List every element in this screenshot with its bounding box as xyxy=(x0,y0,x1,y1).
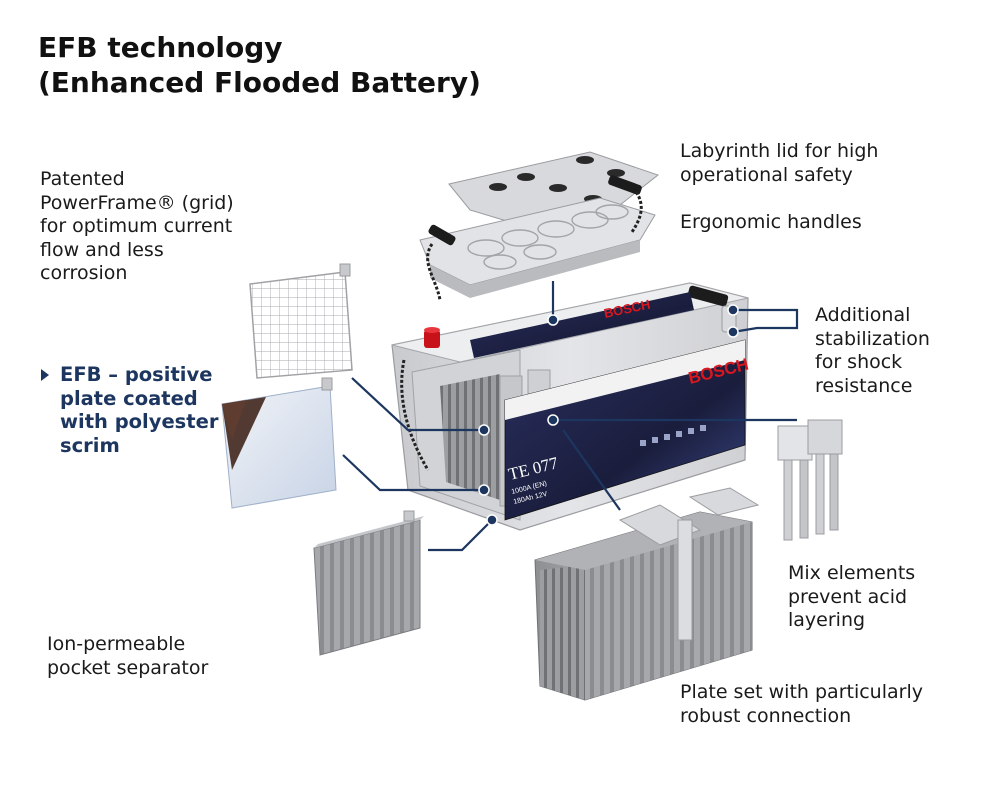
label-efb-plate-line: EFB – positive xyxy=(60,363,213,386)
label-separator-line: Ion-permeable xyxy=(47,633,186,655)
triangle-bullet-icon xyxy=(41,369,49,381)
label-powerframe-line: PowerFrame® (grid) xyxy=(40,191,234,214)
page-title: EFB technology (Enhanced Flooded Battery… xyxy=(38,30,481,100)
label-plate-set: Plate set with particularly robust conne… xyxy=(680,681,923,728)
mix-elements xyxy=(777,419,843,541)
label-stabilization: Additional stabilization for shock resis… xyxy=(815,304,930,398)
label-mix: Mix elements prevent acid layering xyxy=(788,562,915,633)
pocket-separator xyxy=(313,510,424,656)
label-stabilization-line: for shock xyxy=(815,351,903,373)
leader-plate-set xyxy=(562,429,621,511)
marker-mix xyxy=(547,414,559,426)
label-stabilization-line: stabilization xyxy=(815,327,930,350)
label-powerframe-line: Patented xyxy=(40,168,125,190)
label-lid-line: Labyrinth lid for high xyxy=(680,140,879,162)
label-stabilization-line: Additional xyxy=(815,304,911,326)
leader-efb-plate xyxy=(342,454,484,492)
label-lid: Labyrinth lid for high operational safet… xyxy=(680,140,878,187)
marker-separator xyxy=(486,514,498,526)
label-powerframe-line: for optimum current xyxy=(40,215,233,237)
leader-powerframe xyxy=(351,377,484,432)
leader-separator xyxy=(428,519,493,552)
label-plate-set-line: Plate set with particularly xyxy=(680,681,923,703)
label-lid-line: operational safety xyxy=(680,163,853,186)
label-mix-line: prevent acid xyxy=(788,585,908,608)
title-line-1: EFB technology xyxy=(38,31,283,64)
label-separator-line: pocket separator xyxy=(47,656,209,679)
label-powerframe-line: flow and less xyxy=(40,238,164,261)
labyrinth-lid xyxy=(419,151,660,301)
powerframe-grid xyxy=(249,263,353,379)
marker-lid xyxy=(547,314,559,326)
marker-stabilization xyxy=(727,326,739,338)
label-efb-plate-line: with polyester xyxy=(60,410,219,433)
title-line-2: (Enhanced Flooded Battery) xyxy=(38,66,481,99)
marker-efb-plate xyxy=(478,484,490,496)
label-mix-line: layering xyxy=(788,609,866,631)
label-stabilization-line: resistance xyxy=(815,374,913,397)
label-handles-line: Ergonomic handles xyxy=(680,211,862,233)
efb-plate-with-scrim xyxy=(221,377,337,509)
label-efb-plate-line: plate coated xyxy=(60,386,198,410)
label-mix-line: Mix elements xyxy=(788,562,916,584)
marker-powerframe xyxy=(478,424,490,436)
label-powerframe: Patented PowerFrame® (grid) for optimum … xyxy=(40,168,234,286)
marker-handle xyxy=(727,304,739,316)
label-handles: Ergonomic handles xyxy=(680,211,862,235)
leader-stabilization xyxy=(732,308,799,334)
label-plate-set-line: robust connection xyxy=(680,704,852,727)
plate-set xyxy=(534,487,760,701)
label-efb-plate: EFB – positive plate coated with polyest… xyxy=(60,363,218,457)
label-efb-plate-line: scrim xyxy=(60,433,120,457)
battery-body: BOSCH BOSCH TE 077 1000A (EN) 180Ah 12V xyxy=(391,282,751,531)
label-separator: Ion-permeable pocket separator xyxy=(47,633,208,680)
label-powerframe-line: corrosion xyxy=(40,262,128,284)
leader-lines xyxy=(342,281,799,552)
